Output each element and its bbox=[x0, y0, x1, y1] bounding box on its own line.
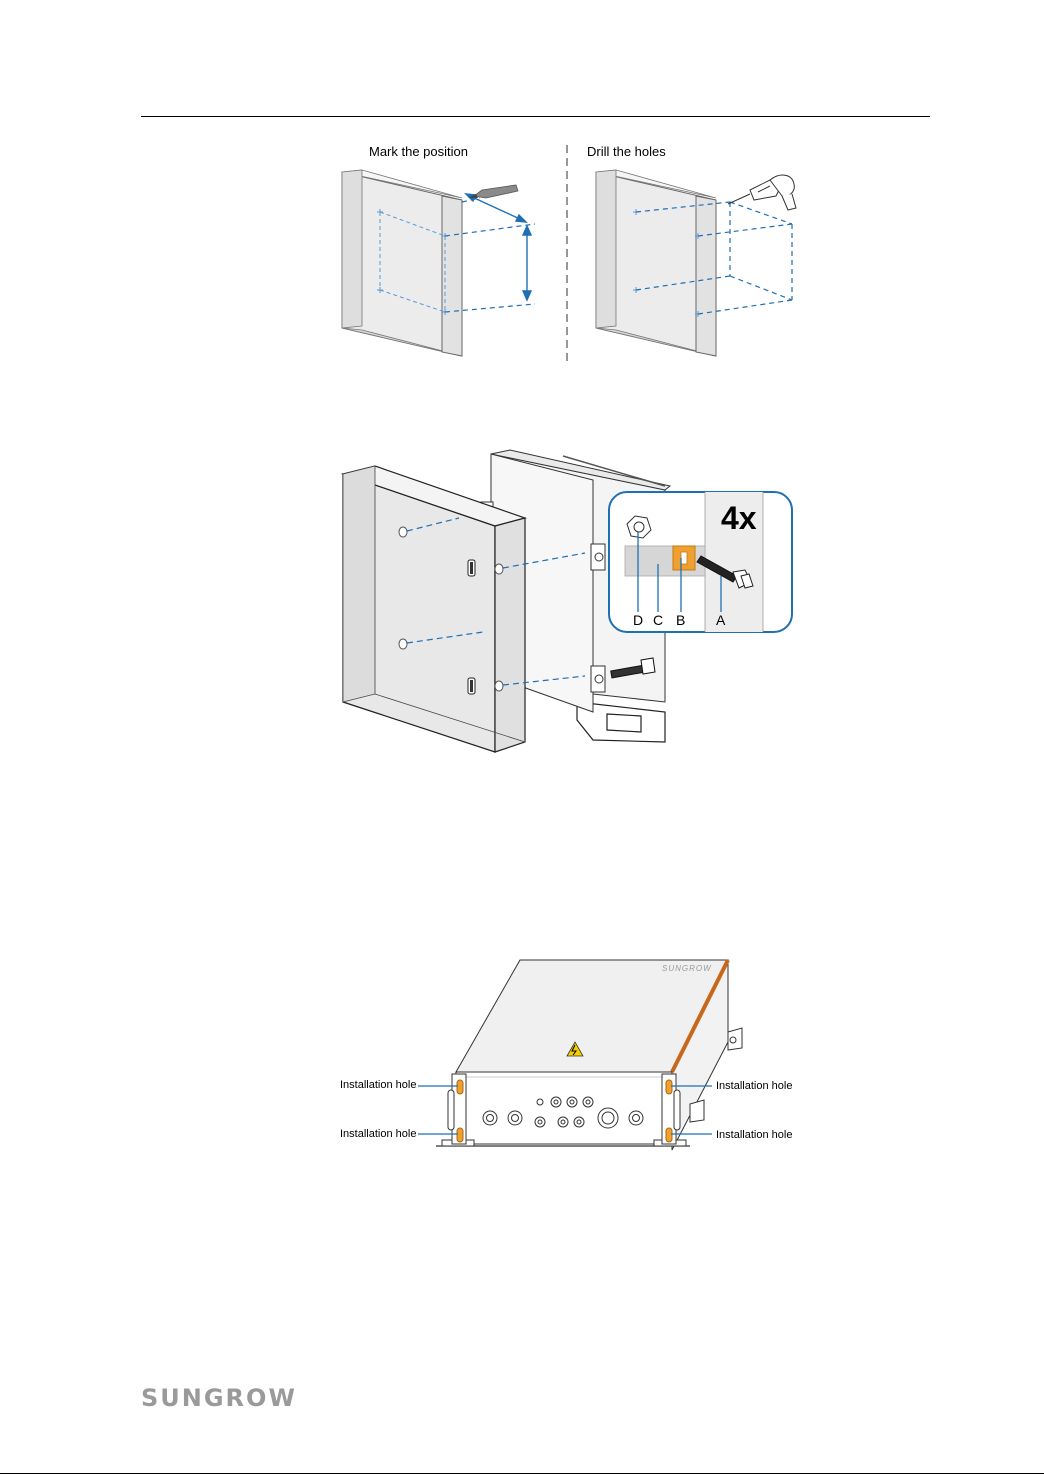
callout-installation-hole-top-left: Installation hole bbox=[340, 1078, 416, 1092]
part-label-c: C bbox=[653, 613, 663, 628]
logo-text: SUNGROW bbox=[141, 1384, 297, 1412]
header-rule bbox=[141, 116, 930, 117]
quantity-label: 4x bbox=[721, 500, 757, 536]
callout-installation-hole-bottom-left: Installation hole bbox=[340, 1127, 416, 1141]
mark-drill-illustration bbox=[330, 140, 810, 370]
callout-installation-hole-bottom-right: Installation hole bbox=[716, 1128, 792, 1142]
part-label-b: B bbox=[676, 613, 685, 628]
figure-installation-holes: SUNGROW Installation hole Installation h… bbox=[330, 950, 810, 1160]
part-label-d: D bbox=[633, 613, 643, 628]
part-label-a: A bbox=[716, 613, 725, 628]
lid-brand-text: SUNGROW bbox=[662, 964, 712, 974]
sungrow-logo: SUNGROW bbox=[141, 1384, 297, 1412]
callout-installation-hole-top-right: Installation hole bbox=[716, 1079, 792, 1093]
mounting-illustration bbox=[335, 440, 805, 760]
footer-rule bbox=[0, 1473, 1044, 1474]
figure-mark-and-drill: Mark the position Drill the holes bbox=[330, 140, 810, 370]
figure-mount-box-on-wall: 4x D C B A bbox=[335, 440, 805, 760]
